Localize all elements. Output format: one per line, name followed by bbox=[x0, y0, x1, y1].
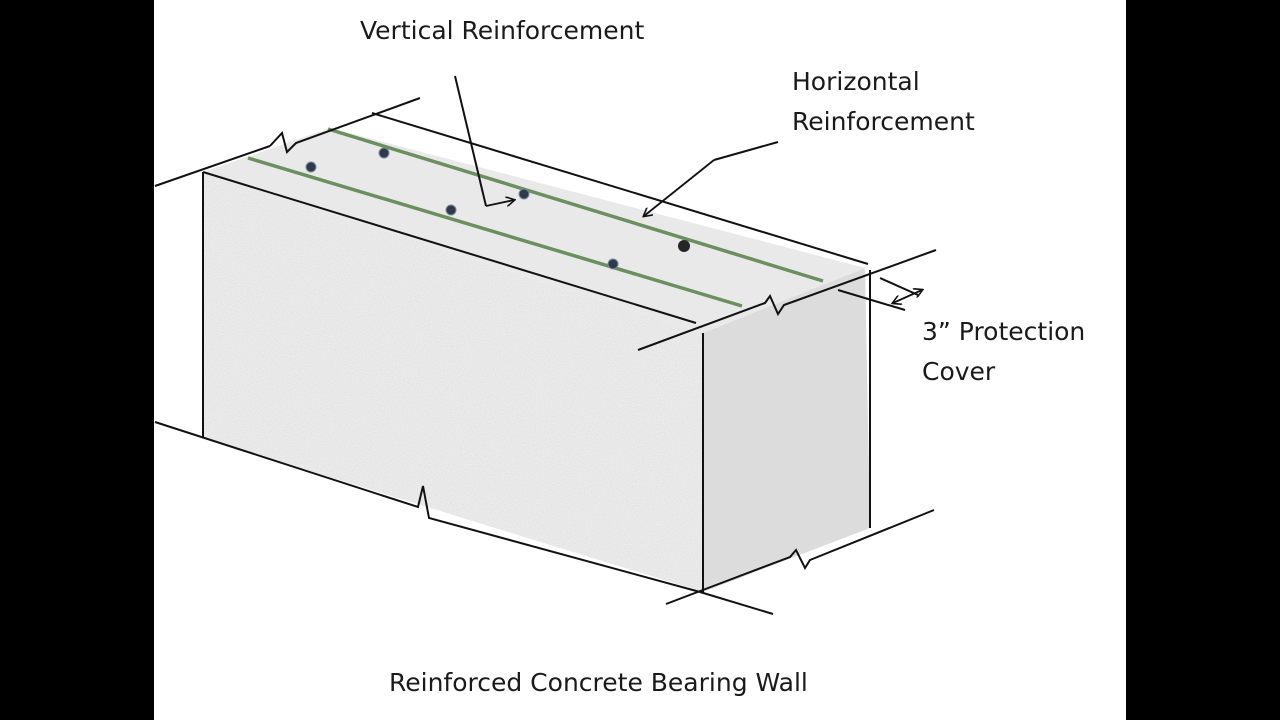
horizontal-reinforcement-leader bbox=[644, 141, 779, 216]
protection-cover-label-line1: 3” Protection bbox=[922, 317, 1085, 346]
wall-front-face bbox=[203, 172, 703, 592]
vertical-rebar-dot bbox=[305, 161, 317, 173]
vertical-rebar-dot bbox=[378, 147, 390, 159]
protection-cover-dimension bbox=[893, 290, 922, 303]
wall-top-face bbox=[203, 128, 865, 333]
vertical-rebar-dot bbox=[518, 188, 530, 200]
horizontal-reinforcement-label-line2: Reinforcement bbox=[792, 107, 975, 136]
vertical-rebar-dot bbox=[607, 258, 619, 270]
wall-outline bbox=[154, 97, 937, 615]
vertical-reinforcement-leader bbox=[454, 75, 514, 207]
vertical-rebar-dot bbox=[678, 240, 690, 252]
wall-side-face bbox=[703, 268, 870, 592]
horizontal-reinforcement-label-line1: Horizontal bbox=[792, 67, 920, 96]
diagram-caption: Reinforced Concrete Bearing Wall bbox=[389, 668, 808, 697]
horizontal-rebar-back bbox=[327, 127, 824, 283]
vertical-rebar-dot bbox=[445, 204, 457, 216]
vertical-rebar-group bbox=[305, 147, 690, 270]
vertical-reinforcement-label: Vertical Reinforcement bbox=[360, 16, 644, 45]
horizontal-rebar-front bbox=[247, 156, 743, 308]
protection-cover-label-line2: Cover bbox=[922, 357, 996, 386]
